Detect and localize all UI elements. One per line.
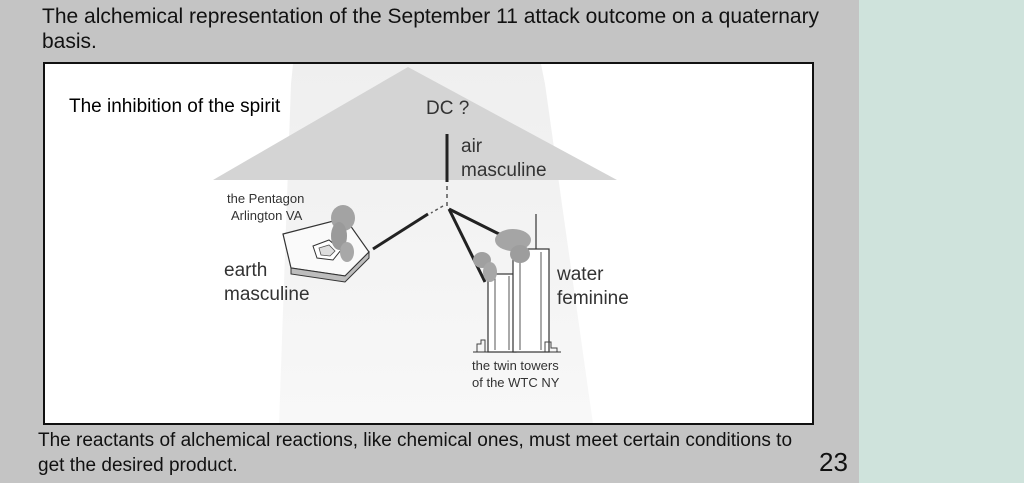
twin-towers-icon <box>473 214 561 353</box>
side-panel <box>859 0 1024 483</box>
pentagon-caption-line2: Arlington VA <box>231 208 303 223</box>
air-quality-label: masculine <box>461 160 547 181</box>
upward-arrow-head <box>213 67 617 180</box>
towers-caption-line2: of the WTC NY <box>472 375 560 390</box>
towers-caption-line1: the twin towers <box>472 358 559 373</box>
diagram-panel: The inhibition of the spirit DC ? air ma… <box>43 62 814 425</box>
slide-title: The alchemical representation of the Sep… <box>42 5 820 53</box>
page-number: 23 <box>819 447 848 477</box>
earth-line-dash <box>430 205 444 214</box>
earth-line <box>372 212 429 251</box>
pentagon-building-icon <box>282 205 370 283</box>
earth-label: earth <box>224 260 267 281</box>
footer-caption: The reactants of alchemical reactions, l… <box>38 430 793 476</box>
alchemy-diagram: The inhibition of the spirit DC ? air ma… <box>69 64 629 423</box>
water-label: water <box>556 264 604 285</box>
diagram-heading: The inhibition of the spirit <box>69 96 281 117</box>
water-quality-label: feminine <box>557 288 629 309</box>
water-line-left <box>447 208 487 283</box>
top-node-label: DC ? <box>426 98 469 119</box>
air-label: air <box>461 136 483 157</box>
pentagon-caption-line1: the Pentagon <box>227 191 304 206</box>
water-line-right <box>448 207 506 239</box>
earth-quality-label: masculine <box>224 284 310 305</box>
